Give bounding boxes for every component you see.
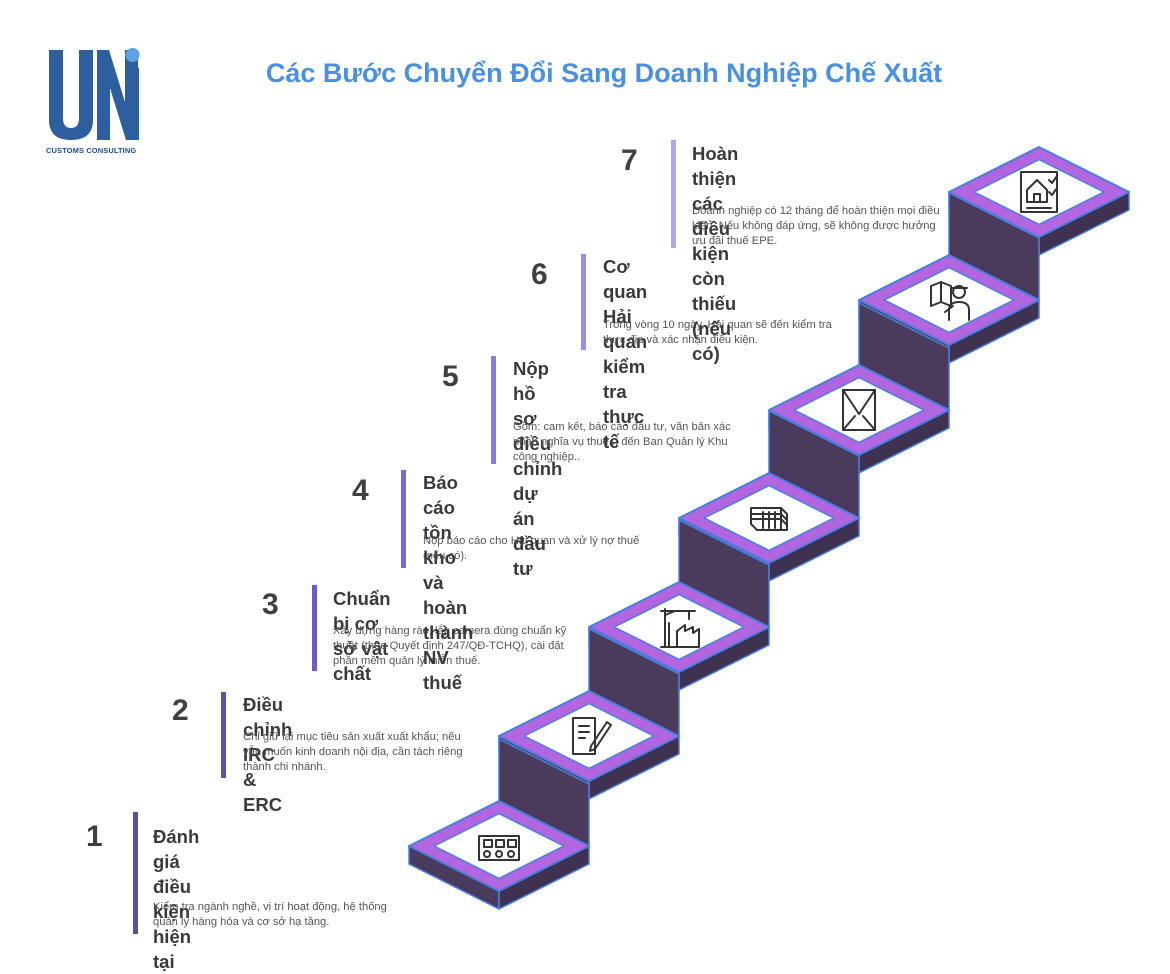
step-description-line: Xây dựng hàng rào, lắp camera đúng chuẩn… xyxy=(333,625,567,637)
step-description: Chỉ giữ lại mục tiêu sản xuất xuất khẩu;… xyxy=(243,730,483,775)
step-title: Điều chỉnh IRC & ERC xyxy=(243,692,292,817)
step-title-line: Điều chỉnh IRC & ERC xyxy=(243,694,293,815)
step-description-line: công nghiệp.. xyxy=(513,451,581,463)
step-description-line: Trong vòng 10 ngày, Hải quan sẽ đến kiểm… xyxy=(603,319,832,331)
step-number: 6 xyxy=(531,258,548,291)
step-description-line: quản lý hàng hóa và cơ sở hạ tầng. xyxy=(153,916,330,928)
logo-mark xyxy=(49,48,140,140)
step-title-line: còn thiếu (nếu có) xyxy=(692,268,737,364)
step-title-line: tại xyxy=(153,951,175,972)
step-accent-bar xyxy=(581,254,586,350)
page-title: Các Bước Chuyển Đổi Sang Doanh Nghiệp Ch… xyxy=(265,58,943,88)
step-description-line: thuật (theo Quyết định 247/QĐ-TCHQ), cài… xyxy=(333,640,564,652)
step-accent-bar xyxy=(401,470,406,568)
step-accent-bar xyxy=(491,356,496,464)
document-pen-icon xyxy=(572,717,612,755)
step-description-line: thành chi nhánh. xyxy=(243,761,326,773)
company-logo: CUSTOMS CONSULTING xyxy=(46,44,146,156)
step-description-line: vẫn muốn kinh doanh nội địa, cần tách ri… xyxy=(243,746,463,758)
step-description: Kiểm tra ngành nghề, vị trí hoạt động, h… xyxy=(153,900,413,930)
step-number: 4 xyxy=(352,474,369,507)
step-title-line: Nộp hồ sơ điều chỉnh dự án xyxy=(513,358,563,529)
step-title-line: Cơ quan Hải quan xyxy=(603,256,648,352)
logo-tagline: CUSTOMS CONSULTING xyxy=(46,146,137,155)
step-number: 5 xyxy=(442,360,459,393)
stair-top-inner xyxy=(973,158,1105,226)
step-accent-bar xyxy=(312,585,317,671)
step-description: Nộp báo cáo cho Hải quan và xử lý nợ thu… xyxy=(423,534,663,564)
factory-crane-icon xyxy=(660,608,700,648)
step-description-line: Doanh nghiệp có 12 tháng để hoàn thiện m… xyxy=(692,205,940,217)
step-title-line: Hoàn thiện các điều kiện xyxy=(692,143,739,264)
step-title-line: kiểm tra thực tế xyxy=(603,356,646,452)
step-description-line: (nếu có). xyxy=(423,550,468,562)
step-accent-bar xyxy=(221,692,226,778)
conveyor-icon xyxy=(478,835,520,861)
step-description: Xây dựng hàng rào, lắp camera đúng chuẩn… xyxy=(333,624,583,669)
step-title-line: Đánh giá điều kiện hiện xyxy=(153,826,200,947)
step-number: 1 xyxy=(86,820,103,853)
step-description-line: Kiểm tra ngành nghề, vị trí hoạt động, h… xyxy=(153,901,387,913)
step-accent-bar xyxy=(133,812,138,934)
inspector-icon xyxy=(930,281,970,321)
step-title-line: đầu tư xyxy=(513,533,546,579)
step-description-line: kiện. Nếu không đáp ứng, sẽ không được h… xyxy=(692,220,936,232)
step-title-line: Chuẩn bị cơ sở vật chất xyxy=(333,588,391,684)
step-description: Trong vòng 10 ngày, Hải quan sẽ đến kiểm… xyxy=(603,318,853,348)
step-description-line: thực địa và xác nhận điều kiện. xyxy=(603,334,758,346)
step-description-line: phần mềm quản lý miễn thuế. xyxy=(333,655,481,667)
stair-top-inner xyxy=(523,702,655,770)
step-title: Báo cáo tồn kho và hoàn thành NV thuế xyxy=(423,470,473,695)
envelope-icon xyxy=(842,389,876,431)
stair-top-inner xyxy=(883,266,1015,334)
step-description-line: Gồm: cam kết, báo cáo đầu tư, văn bản xá… xyxy=(513,421,731,433)
step-accent-bar xyxy=(671,140,676,248)
stair-top-inner xyxy=(613,593,745,661)
step-title-line: hoàn thành NV thuế xyxy=(423,597,474,693)
step-number: 7 xyxy=(621,144,638,177)
step-description-line: Nộp báo cáo cho Hải quan và xử lý nợ thu… xyxy=(423,535,640,547)
step-description: Gồm: cam kết, báo cáo đầu tư, văn bản xá… xyxy=(513,420,763,465)
step-description: Doanh nghiệp có 12 tháng để hoàn thiện m… xyxy=(692,204,952,249)
step-number: 2 xyxy=(172,694,189,727)
stair-top-inner xyxy=(793,376,925,444)
step-description-line: Chỉ giữ lại mục tiêu sản xuất xuất khẩu;… xyxy=(243,731,461,743)
step-title-line: Báo cáo tồn kho và xyxy=(423,472,458,593)
step-title: Chuẩn bị cơ sở vật chất xyxy=(333,586,391,686)
house-checklist-icon xyxy=(1020,171,1058,213)
step-title: Đánh giá điều kiện hiện tại xyxy=(153,824,199,974)
step-title: Nộp hồ sơ điều chỉnh dự án đầu tư xyxy=(513,356,562,581)
step-number: 3 xyxy=(262,588,279,621)
step-description-line: nhận nghĩa vụ thuế... đến Ban Quản lý Kh… xyxy=(513,436,728,448)
money-stack-icon xyxy=(750,507,788,531)
step-description-line: ưu đãi thuế EPE. xyxy=(692,235,778,247)
